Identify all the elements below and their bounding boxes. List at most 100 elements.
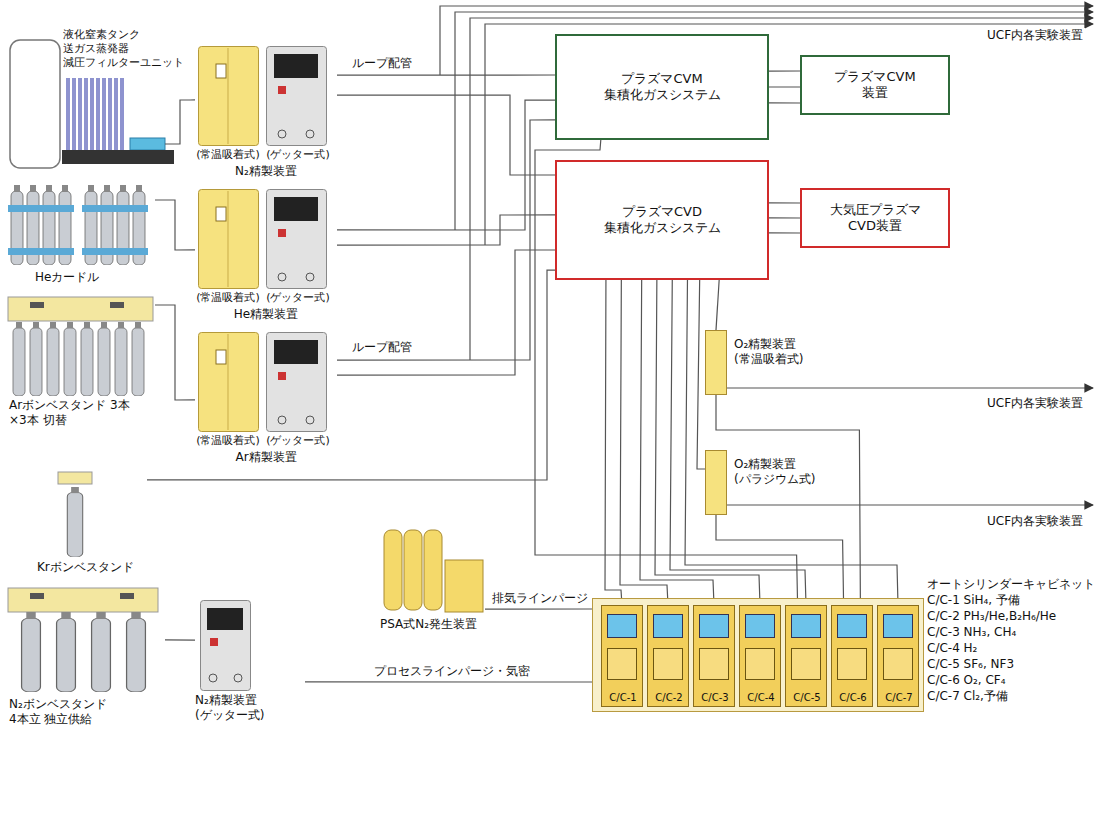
node-label: (常温吸着式) <box>194 434 262 448</box>
gas-line <box>165 639 195 640</box>
purifier-box: O₂精製装置 (常温吸着式) <box>705 330 727 395</box>
equipment-group: Krボンベスタンド <box>35 470 147 580</box>
gas-line <box>769 217 800 218</box>
cabinet-panel <box>607 648 637 680</box>
ar-cylinder <box>47 322 59 396</box>
node-label: Heカードル <box>35 270 145 285</box>
purifier-pair <box>199 47 327 146</box>
line-label: 排気ラインパージ <box>490 591 590 605</box>
gas-line <box>337 100 555 230</box>
line-label: UCF内各実験装置 <box>985 396 1085 410</box>
ar-cylinder <box>98 322 110 396</box>
cylinder-cabinet: C/C-7 <box>877 605 919 707</box>
kr-cylinder <box>67 487 82 557</box>
purifier-pair <box>199 333 327 432</box>
node-label: Krボンベスタンド <box>37 560 147 575</box>
getter-unit <box>201 601 251 691</box>
n2-cylinder <box>22 612 41 692</box>
purifier-box: O₂精製装置 (パラジウム式) <box>705 450 727 515</box>
panel-mark <box>120 593 134 599</box>
n2-cylinder <box>127 612 146 692</box>
gas-line <box>190 99 195 100</box>
gas-line <box>769 102 800 103</box>
cardle-rack <box>8 248 74 255</box>
ar-cylinder <box>30 322 42 396</box>
cylinder-cabinet: C/C-4 <box>739 605 781 707</box>
ar-cylinder <box>132 322 144 396</box>
gas-line <box>535 140 798 605</box>
node-label: N₂精製装置 <box>195 164 337 179</box>
equipment-group: (常温吸着式)(ゲッター式)Ar精製装置 <box>195 328 337 468</box>
gas-line <box>305 681 592 682</box>
psa-tower <box>424 530 442 610</box>
gas-line <box>640 280 714 605</box>
cabinet-panel <box>883 648 913 680</box>
cylinder-cabinet: C/C-5 <box>785 605 827 707</box>
node-label: プラズマCVD 集積化ガスシステム <box>563 204 761 237</box>
node-label: (常温吸着式) <box>194 148 262 162</box>
purifier-pair <box>199 190 327 289</box>
supply-line <box>727 387 1093 388</box>
gas-line <box>716 280 719 330</box>
n2-cylinder <box>92 612 111 692</box>
panel-mark <box>110 302 124 308</box>
equipment-group: Heカードル <box>5 180 155 290</box>
node-label: C/C-5 <box>786 692 828 705</box>
psa-tower <box>384 530 402 610</box>
gas-line <box>337 74 555 75</box>
gas-line <box>155 305 195 400</box>
node-label: (ゲッター式) <box>262 434 334 448</box>
cylinder-cabinet: C/C-6 <box>831 605 873 707</box>
node-label: Arボンベスタンド 3本×3本 切替 <box>9 398 155 428</box>
node-label: He精製装置 <box>195 307 337 322</box>
vaporizer <box>66 78 126 150</box>
gas-line <box>716 515 844 605</box>
cabinet-panel <box>791 648 821 680</box>
panel-mark <box>30 593 44 599</box>
node-label: PSA式N₂発生装置 <box>380 617 485 632</box>
gas-line <box>670 280 806 605</box>
gas-line <box>685 280 898 605</box>
gas-line <box>337 95 555 175</box>
cylinder-cabinet: C/C-1 <box>601 605 643 707</box>
ar-cylinder <box>81 322 93 396</box>
nitrogen-tank <box>10 40 60 168</box>
node-label: オートシリンダーキャビネット <box>927 577 1095 592</box>
psa-tower <box>404 530 422 610</box>
panel-mark <box>30 302 44 308</box>
gas-line <box>337 250 555 375</box>
ar-cylinder <box>115 322 127 396</box>
node-label: C/C-1 <box>602 692 644 705</box>
gas-line <box>337 120 555 360</box>
gas-line <box>485 608 592 609</box>
supply-line <box>455 12 1093 230</box>
getter-screen <box>207 608 243 630</box>
equipment-group: 液化窒素タンク 送ガス蒸発器 減圧フィルターユニット <box>5 25 190 175</box>
node-label: C/C-5 SF₆, NF3 <box>927 657 1014 672</box>
gas-system-box: プラズマCVD 集積化ガスシステム <box>555 160 769 280</box>
node-label: 大気圧プラズマ CVD装置 <box>825 202 925 235</box>
cabinet-panel <box>745 648 775 680</box>
node-label: C/C-2 <box>648 692 690 705</box>
equipment-group: N₂精製装置 (ゲッター式) <box>195 598 305 725</box>
gas-system-box: プラズマCVM 装置 <box>800 55 950 115</box>
line-label: UCF内各実験装置 <box>985 514 1085 528</box>
cabinet-panel <box>837 648 867 680</box>
cylinder-cabinet: C/C-2 <box>647 605 689 707</box>
cylinder-cabinet: C/C-3 <box>693 605 735 707</box>
gas-line <box>620 280 668 605</box>
ar-stand-panel <box>8 297 153 321</box>
cabinet-screen <box>883 614 913 638</box>
cabinet-screen <box>837 614 867 638</box>
cabinet-bank: オートシリンダーキャビネットC/C-1 SiH₄, 予備C/C-2 PH₃/He… <box>592 598 924 712</box>
node-label: C/C-7 <box>878 692 920 705</box>
equipment-group: (常温吸着式)(ゲッター式)He精製装置 <box>195 185 337 325</box>
getter-knob <box>234 674 242 682</box>
cardle-rack <box>82 205 148 212</box>
node-label: C/C-7 Cl₂,予備 <box>927 689 1008 704</box>
gas-system-box: プラズマCVM 集積化ガスシステム <box>555 34 769 140</box>
line-label: ループ配管 <box>350 340 414 354</box>
node-label: C/C-6 <box>832 692 874 705</box>
supply-line <box>470 18 1093 360</box>
